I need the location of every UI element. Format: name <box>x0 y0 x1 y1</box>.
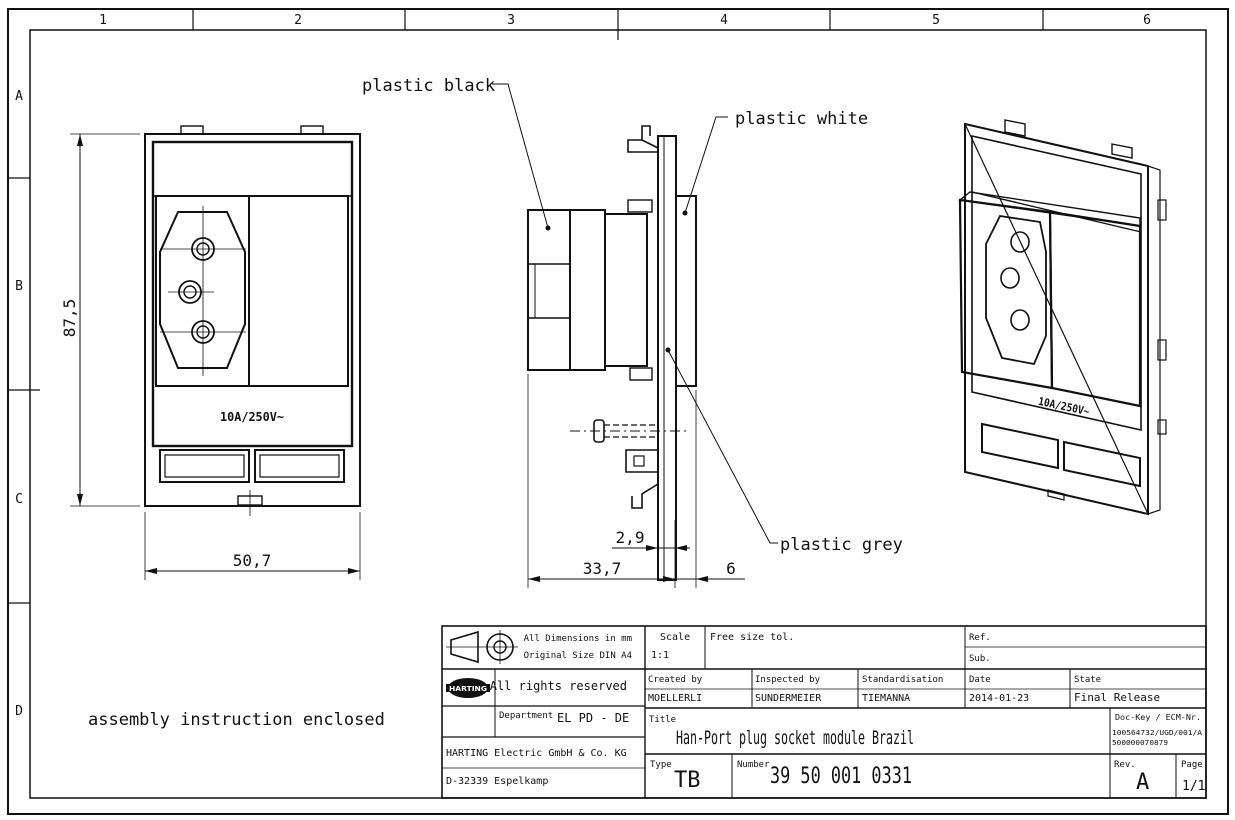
assembly-note: assembly instruction enclosed <box>88 710 385 730</box>
row-label-a: A <box>15 89 23 104</box>
rev-label: Rev. <box>1114 760 1136 770</box>
ref-label: Ref. <box>969 633 991 643</box>
type-label: Type <box>650 760 672 770</box>
type-value: TB <box>674 768 701 793</box>
column-label-4: 4 <box>720 13 728 28</box>
row-label-d: D <box>15 704 23 719</box>
row-labels: A B C D <box>15 89 23 719</box>
front-width-dimension: 50,7 <box>233 551 272 570</box>
standard-value: TIEMANNA <box>862 693 910 704</box>
dockey-line-2: 500000070879 <box>1112 739 1168 747</box>
state-value: Final Release <box>1074 691 1160 704</box>
side-view: plastic black plastic white plastic grey <box>362 76 903 581</box>
department-label: Department <box>499 711 553 721</box>
dockey-line-1: 100564732/UGD/001/A <box>1112 729 1203 737</box>
label-plastic-white: plastic white <box>735 109 868 129</box>
iso-rating-label: 10A/250V~ <box>1037 395 1091 419</box>
socket-face <box>159 211 246 369</box>
logo-text: HARTING <box>449 685 487 693</box>
side-plate-dimension: 2,9 <box>616 528 645 547</box>
column-label-2: 2 <box>294 13 302 28</box>
scale-label: Scale <box>660 632 690 643</box>
part-number: 39 50 001 0331 <box>770 764 912 789</box>
standard-label: Standardisation <box>862 675 943 685</box>
column-labels: 1 2 3 4 5 6 <box>99 13 1151 28</box>
side-dimensions: 33,7 2,9 6 <box>527 374 745 588</box>
front-dimensions: 87,5 50,7 <box>60 133 361 580</box>
row-label-c: C <box>15 492 23 507</box>
rev-value: A <box>1136 770 1149 795</box>
column-label-6: 6 <box>1143 13 1151 28</box>
page-value: 1/1 <box>1182 779 1205 794</box>
drawing-title: Han-Port plug socket module Brazil <box>676 727 914 749</box>
side-depth-dimension: 33,7 <box>583 559 622 578</box>
scale-value: 1:1 <box>651 650 669 661</box>
column-label-1: 1 <box>99 13 107 28</box>
department-value: EL PD - DE <box>557 711 629 725</box>
inspected-label: Inspected by <box>755 675 821 685</box>
dockey-label: Doc-Key / ECM-Nr. <box>1115 713 1201 722</box>
rights-text: All rights reserved <box>490 679 627 693</box>
dim-note-1: All Dimensions in mm <box>524 634 632 644</box>
state-label: State <box>1074 675 1101 685</box>
front-height-dimension: 87,5 <box>60 299 79 338</box>
number-label: Number <box>737 760 770 770</box>
label-plastic-grey: plastic grey <box>780 535 903 555</box>
row-label-b: B <box>15 279 23 294</box>
harting-logo: HARTING <box>446 678 490 698</box>
date-label: Date <box>969 675 991 685</box>
column-label-3: 3 <box>507 13 515 28</box>
created-label: Created by <box>648 675 703 685</box>
dim-note-2: Original Size DIN A4 <box>524 651 632 661</box>
sub-label: Sub. <box>969 654 991 664</box>
iso-socket-face <box>985 215 1047 366</box>
side-rear-dimension: 6 <box>726 559 736 578</box>
label-plastic-black: plastic black <box>362 76 495 96</box>
projection-symbol-icon <box>446 630 518 664</box>
front-view: 10A/250V~ <box>144 125 361 516</box>
sheet-frame <box>7 8 1229 815</box>
page-label: Page <box>1181 760 1203 770</box>
tolerance-text: Free size tol. <box>710 632 794 643</box>
date-value: 2014-01-23 <box>969 693 1029 704</box>
title-block: All Dimensions in mm Original Size DIN A… <box>441 625 1207 799</box>
column-label-5: 5 <box>932 13 940 28</box>
created-value: MOELLERLI <box>648 693 702 704</box>
company-address: D-32339 Espelkamp <box>446 776 548 787</box>
front-rating-label: 10A/250V~ <box>220 410 284 424</box>
iso-view: 10A/250V~ <box>958 119 1167 516</box>
company-name: HARTING Electric GmbH & Co. KG <box>446 748 627 759</box>
inspected-value: SUNDERMEIER <box>755 693 822 704</box>
title-label: Title <box>649 715 676 725</box>
